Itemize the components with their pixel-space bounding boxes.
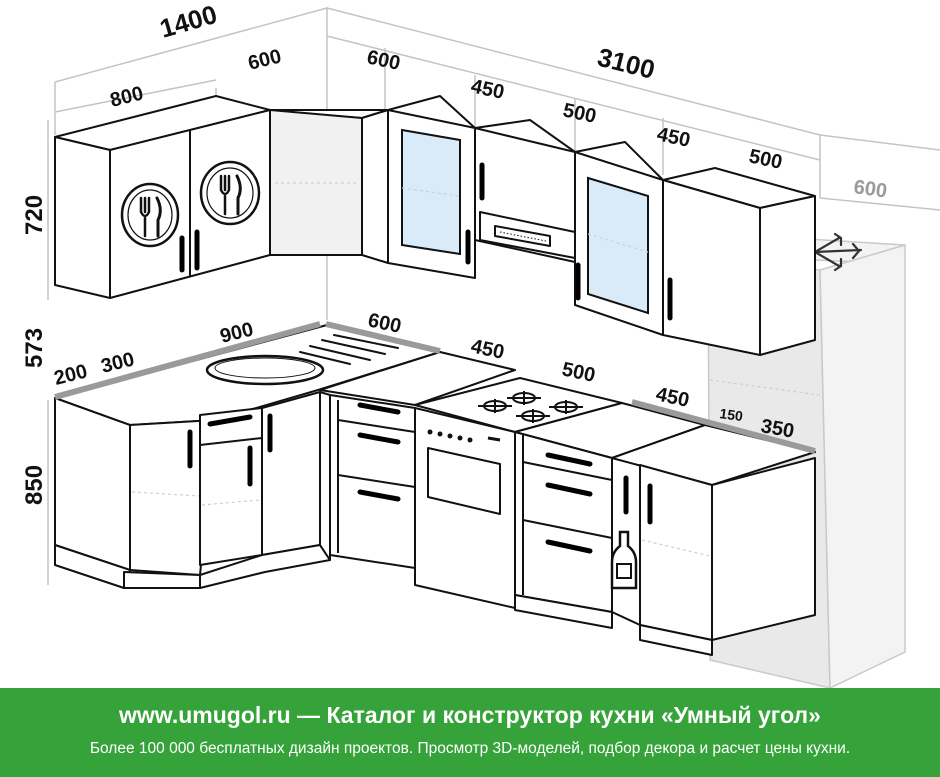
bottle-icon	[610, 530, 638, 590]
drawer-handle	[357, 432, 401, 445]
drawer-handle	[545, 482, 593, 497]
lower-350-side	[711, 457, 816, 641]
upper-cabinets	[54, 95, 816, 356]
fridge-side	[819, 243, 906, 688]
glass-door	[401, 128, 461, 256]
upper-450b-front	[662, 179, 761, 356]
dim-height: 850	[21, 465, 48, 505]
dim-upper: 450	[655, 123, 692, 151]
fork-knife-icon	[199, 160, 261, 226]
plinth	[639, 624, 713, 656]
fork-knife-icon	[120, 182, 180, 248]
dim-height: 720	[21, 195, 48, 235]
cabinet-handle	[207, 414, 253, 427]
upper-corner-side	[361, 109, 389, 264]
oven-door	[427, 447, 501, 515]
stove-knobs	[427, 429, 473, 443]
drawer-handle	[545, 539, 593, 554]
countertop-drawer	[319, 351, 516, 406]
dim-top-1400: 1400	[156, 0, 220, 44]
drawer-handle	[545, 452, 593, 467]
plinth	[123, 571, 201, 589]
lower-corner-side	[54, 397, 131, 571]
dimension-guides	[47, 7, 940, 585]
dim-upper: 600	[365, 46, 402, 74]
upper-800-side	[54, 136, 111, 299]
sink	[205, 329, 411, 386]
plinth	[514, 594, 613, 629]
burners	[478, 391, 583, 423]
footer-title[interactable]: www.umugol.ru — Каталог и конструктор ку…	[119, 702, 821, 728]
glass-door	[587, 176, 649, 315]
lower-cabinets	[54, 321, 816, 656]
countertop-edge	[54, 321, 816, 454]
kitchen-drawing: 1400 3100 800 600 600 450 500 450 500 60…	[21, 0, 940, 688]
upper-450b-side	[759, 195, 816, 356]
footer-subtitle: Более 100 000 бесплатных дизайн проектов…	[89, 740, 851, 757]
dim-height: 573	[21, 328, 48, 368]
dim-upper: 800	[108, 82, 146, 111]
dim-counter: 150	[719, 405, 745, 424]
lower-sink-door	[199, 407, 263, 566]
dim-upper: 500	[561, 99, 598, 127]
drawer-handle	[357, 402, 401, 415]
dim-fridge-600: 600	[852, 176, 888, 202]
footer-banner: www.umugol.ru — Каталог и конструктор ку…	[0, 688, 940, 777]
dim-top-3100: 3100	[595, 42, 658, 85]
dim-counter: 500	[560, 358, 597, 386]
dim-upper: 600	[246, 45, 284, 74]
drawer-side	[319, 391, 331, 561]
drawer-handle	[357, 489, 401, 502]
dim-counter: 200	[52, 360, 90, 389]
